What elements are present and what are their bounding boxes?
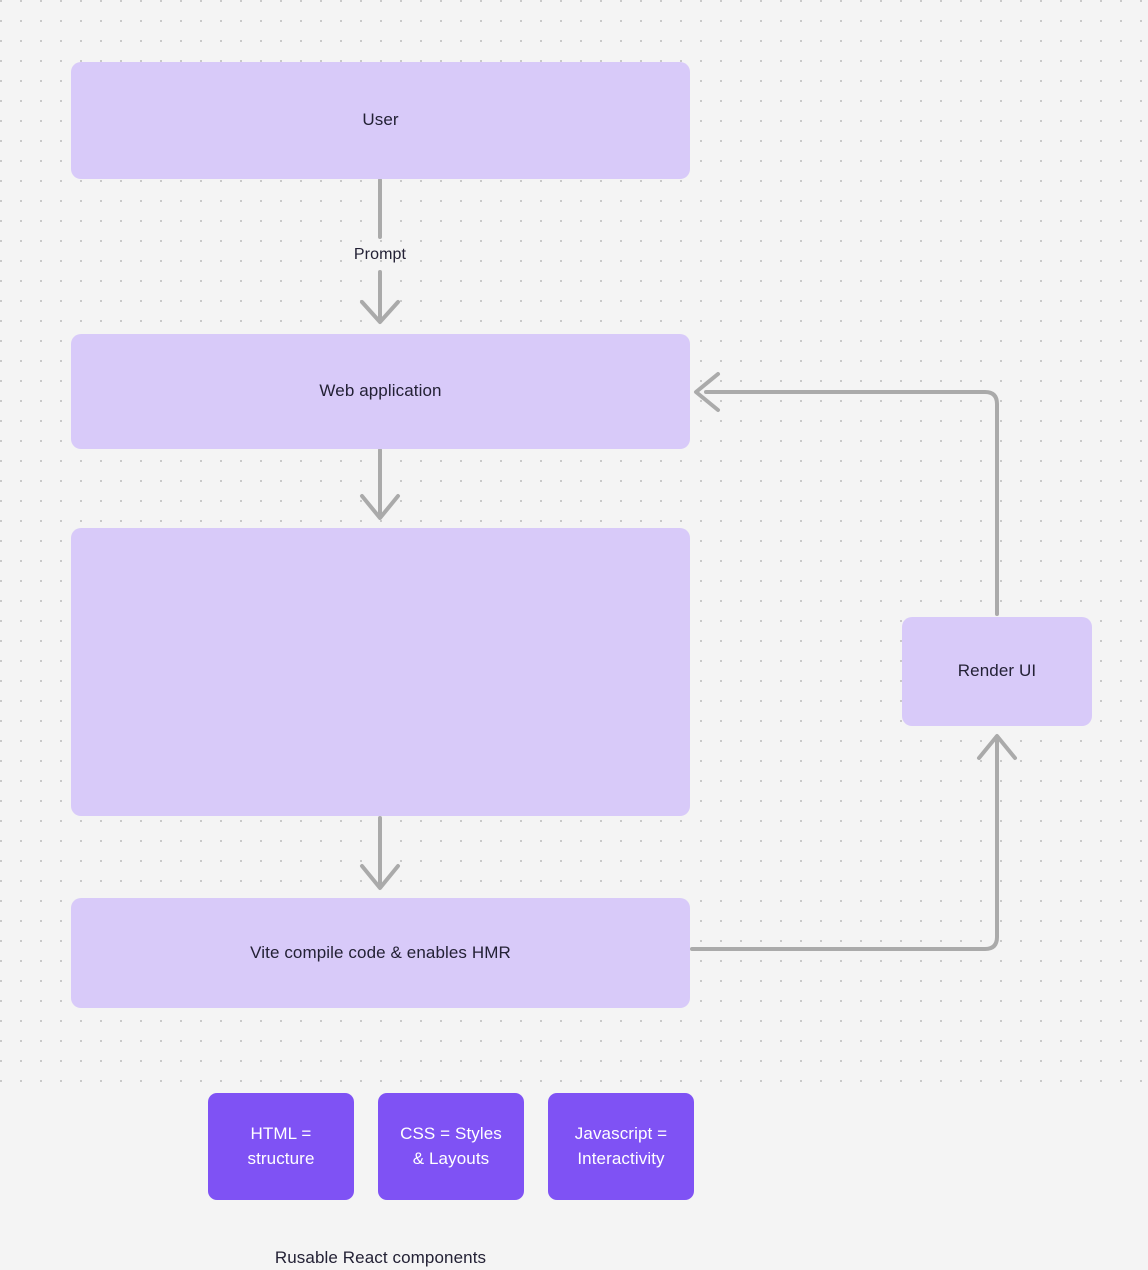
edge-webapp-to-components [360,448,400,520]
node-web-application-label: Web application [319,381,442,401]
node-css-label-line1: CSS = Styles [400,1124,502,1144]
node-react-components-group[interactable]: HTML = structure CSS = Styles & Layouts … [71,528,694,1267]
edge-components-to-vite [360,816,400,890]
edge-label-prompt: Prompt [353,246,407,263]
node-javascript-label-line2: Interactivity [577,1148,665,1168]
node-react-components-caption: Rusable React components [274,1248,487,1267]
node-css-label: CSS = Styles & Layouts [400,1122,502,1170]
node-vite-label: Vite compile code & enables HMR [250,942,511,962]
node-html-label: HTML = structure [247,1122,314,1170]
node-javascript[interactable]: Javascript = Interactivity [548,1093,694,1200]
node-javascript-label-line1: Javascript = [574,1124,668,1144]
edge-render-to-webapp [694,372,999,616]
edge-vite-to-render [690,734,1017,951]
node-vite[interactable]: Vite compile code & enables HMR [71,898,690,1008]
node-user[interactable]: User [71,62,690,179]
node-html-label-line2: structure [247,1148,315,1168]
node-css[interactable]: CSS = Styles & Layouts [378,1093,524,1200]
node-html-label-line1: HTML = [250,1124,312,1144]
node-render-ui[interactable]: Render UI [902,617,1092,726]
node-render-ui-label: Render UI [957,661,1037,681]
node-web-application[interactable]: Web application [71,334,690,449]
node-css-label-line2: & Layouts [412,1148,490,1168]
node-javascript-label: Javascript = Interactivity [575,1122,667,1170]
node-html[interactable]: HTML = structure [208,1093,354,1200]
node-user-label: User [362,110,399,130]
